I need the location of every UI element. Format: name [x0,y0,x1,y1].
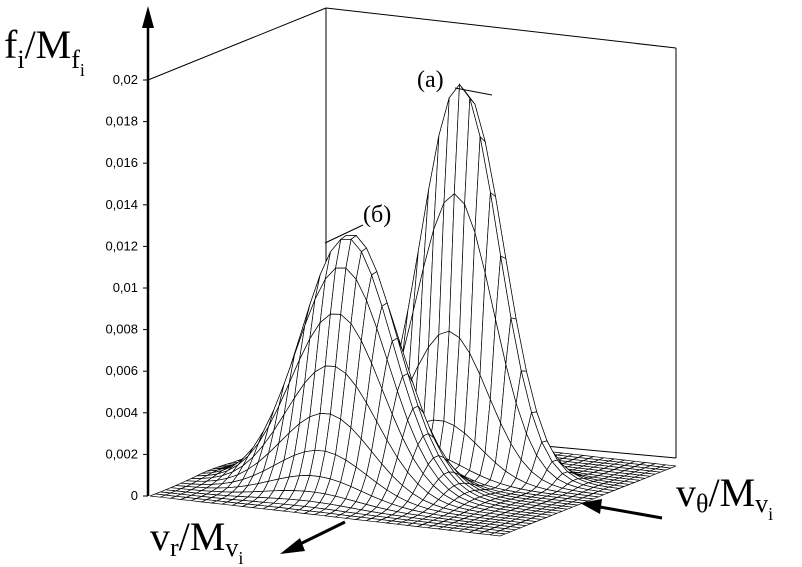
z-tick-label: 0,012 [105,238,138,253]
y-axis-arrow [580,499,663,520]
z-tick-label: 0,014 [105,197,138,212]
z-tick-label: 0,01 [113,280,138,295]
y-axis-arrow-shaft [599,505,663,520]
annotation-b-leader [324,224,364,244]
z-axis: 0 0,002 0,004 0,006 0,008 0,01 0,012 0,014 0,016… [105,6,154,503]
z-axis-title: fi/Mfi [4,22,85,80]
z-tick-label: 0,004 [105,405,138,420]
z-tick-label: 0,016 [105,155,138,170]
x-axis-title: vr/Mvi [150,514,243,567]
x-axis-arrow [280,520,346,554]
z-tick-label: 0,018 [105,114,138,129]
surface-mesh [149,83,677,537]
z-axis-ticks: 0 0,002 0,004 0,006 0,008 0,01 0,012 0,014 0,016… [105,72,148,503]
annotation-a: (а) [417,67,493,96]
annotation-b-label: (б) [363,202,391,228]
y-axis-title: vθ/Mvi [676,470,773,524]
x-axis-arrow-shaft [295,520,346,548]
annotation-b: (б) [324,202,391,244]
annotation-a-leader [454,87,493,96]
z-axis-arrowhead [142,6,154,28]
z-tick-label: 0,008 [105,322,138,337]
z-tick-label: 0,006 [105,363,138,378]
x-axis-arrowhead [280,538,305,554]
back-wall-left-top [147,7,327,81]
back-wall-top [325,7,677,49]
y-axis-arrowhead [580,499,602,514]
z-tick-label: 0 [131,488,138,503]
annotation-a-label: (а) [417,67,444,93]
surface-cell [489,532,506,537]
z-tick-label: 0,02 [113,72,138,87]
z-tick-label: 0,002 [105,446,138,461]
